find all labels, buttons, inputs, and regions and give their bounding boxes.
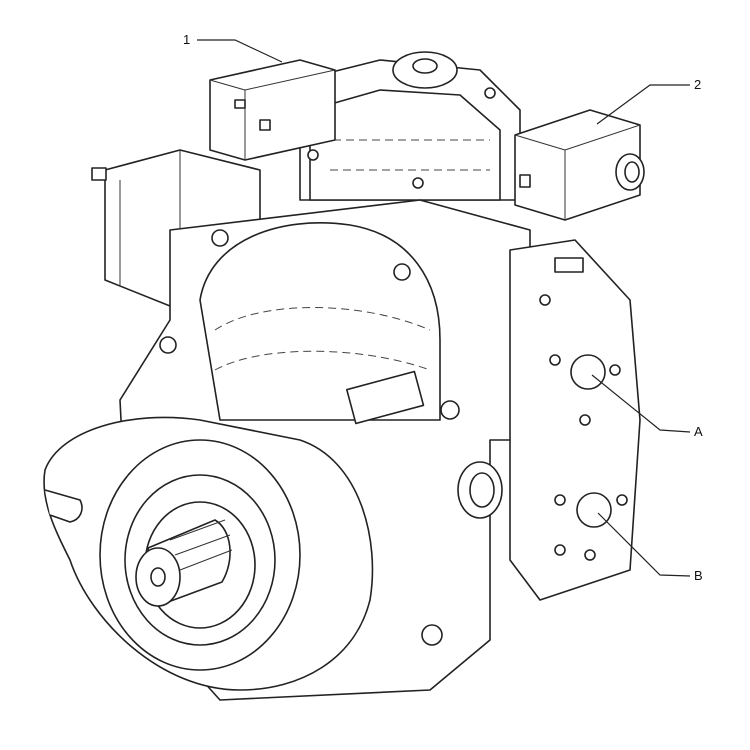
callout-2-label: 2 <box>694 77 702 92</box>
leader-A <box>591 374 691 433</box>
solenoid-1 <box>209 59 336 161</box>
port-A <box>570 354 606 390</box>
solenoid-2 <box>514 109 641 221</box>
callout-1-label: 1 <box>183 32 191 47</box>
hidden-lines <box>320 139 490 171</box>
leader-2 <box>596 84 690 125</box>
leader-1 <box>197 39 283 63</box>
shaft-splines <box>169 519 233 571</box>
top-plug-hex <box>412 58 438 74</box>
solenoid-1-terminal <box>259 119 271 131</box>
port-B <box>576 492 612 528</box>
flange-slot <box>44 489 83 523</box>
callout-B-label: B <box>694 568 703 583</box>
solenoid-1-terminal <box>234 99 246 109</box>
port-plate <box>509 239 641 601</box>
solenoid-2-edges <box>514 124 641 220</box>
solenoid-2-connector-inner <box>624 161 640 183</box>
housing-bolts <box>159 87 496 646</box>
dome <box>199 222 441 421</box>
callout-A-label: A <box>694 424 703 439</box>
nameplate <box>345 370 425 425</box>
dome-hidden-lines <box>214 307 431 371</box>
control-cover <box>309 89 501 201</box>
solenoid-2-terminal <box>519 174 531 188</box>
side-stud <box>554 257 584 273</box>
port-bolts <box>539 294 628 561</box>
shaft-center-hole <box>150 567 166 587</box>
side-port-inner <box>469 472 495 508</box>
leader-B <box>597 512 691 577</box>
aux-stud <box>91 167 107 181</box>
